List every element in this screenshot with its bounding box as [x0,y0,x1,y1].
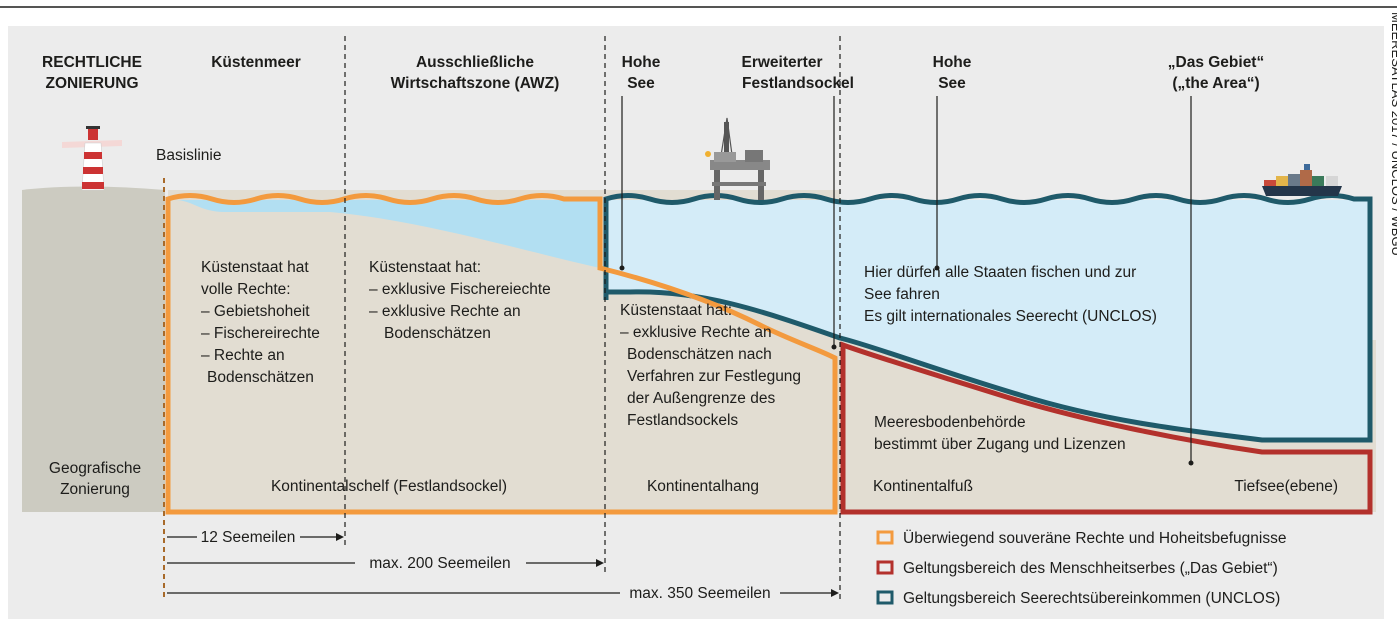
area-authority-text: Meeresbodenbehörde bestimmt über Zugang … [874,414,1126,453]
geo-zoning-line2: Zonierung [60,481,130,498]
header-ext-shelf-line1: Erweiterter [742,54,823,71]
coastal-land [22,186,165,512]
area-line: Meeresbodenbehörde [874,414,1026,431]
territorial-line: Küstenstaat hat [201,259,309,276]
header-zoning-line1: RECHTLICHE [42,54,142,71]
eez-line: – exklusive Fischereiechte [369,281,551,298]
ext-shelf-line: Küstenstaat hat: [620,302,732,319]
eez-line: Küstenstaat hat: [369,259,481,276]
container-ship-icon [1262,164,1342,196]
geo-label-deep-sea: Tiefsee(ebene) [1234,478,1338,495]
eez-line: Bodenschätzen [384,325,491,342]
header-high-seas-1-line2: See [627,75,655,92]
legend: Überwiegend souveräne Rechte und Hoheits… [876,529,1286,607]
ext-shelf-line: – exklusive Rechte an [620,324,772,341]
header-territorial-sea: Küstenmeer [211,54,301,71]
territorial-line: – Rechte an [201,347,285,364]
geo-label-shelf: Kontinentalschelf (Festlandsockel) [271,478,507,495]
territorial-rights-text: Küstenstaat hat volle Rechte: – Gebietsh… [201,259,320,386]
ext-shelf-rights-text: Küstenstaat hat: – exklusive Rechte an B… [620,302,801,429]
high-seas-text: Hier dürfen alle Staaten fischen und zur… [864,264,1157,325]
header-high-seas-2-line2: See [938,75,966,92]
high-seas-line: Es gilt internationales Seerecht (UNCLOS… [864,308,1157,325]
lighthouse-icon [62,126,122,191]
distance-200nm: max. 200 Seemeilen [369,555,510,572]
territorial-line: – Fischereirechte [201,325,320,342]
territorial-line: – Gebietshoheit [201,303,310,320]
header-eez-line1: Ausschließliche [416,54,534,71]
header-area-line1: „Das Gebiet“ [1168,54,1264,71]
unclos-outline [603,193,1373,443]
legend-label-heritage: Geltungsbereich des Menschheitserbes („D… [903,560,1278,577]
legend-swatch-unclos [876,590,894,605]
distance-arrows [167,533,839,597]
high-seas-water [606,200,1370,440]
header-ext-shelf-line2: Festlandsockel [742,75,854,92]
legend-label-unclos: Geltungsbereich Seerechtsübereinkommen (… [903,590,1280,607]
common-heritage-outline [840,341,1373,515]
legend-label-sovereign: Überwiegend souveräne Rechte und Hoheits… [903,529,1286,547]
ext-shelf-line: Bodenschätzen nach [627,346,772,363]
high-seas-line: See fahren [864,286,940,303]
header-high-seas-2-line1: Hohe [933,54,972,71]
eez-line: – exklusive Rechte an [369,303,521,320]
legend-swatch-sovereign [876,530,894,545]
distance-12nm: 12 Seemeilen [201,529,296,546]
ext-shelf-line: Festlandsockels [627,412,738,429]
high-seas-line: Hier dürfen alle Staaten fischen und zur [864,264,1136,281]
ext-shelf-line: Verfahren zur Festlegung [627,368,801,385]
legend-swatch-heritage [876,560,894,575]
geo-label-slope: Kontinentalhang [647,478,759,495]
territorial-line: volle Rechte: [201,281,291,298]
ext-shelf-line: der Außengrenze des [627,390,775,407]
baseline-label: Basislinie [156,147,221,164]
geo-label-rise: Kontinentalfuß [873,478,973,495]
eez-rights-text: Küstenstaat hat: – exklusive Fischereiec… [369,259,551,342]
shallow-water [175,200,600,268]
header-zoning-line2: ZONIERUNG [46,75,139,92]
header-area-line2: („the Area“) [1172,75,1259,92]
header-eez-line2: Wirtschaftszone (AWZ) [391,75,560,92]
oil-platform-icon [705,117,770,200]
territorial-line: Bodenschätzen [207,369,314,386]
geo-zoning-line1: Geografische [49,460,141,477]
header-high-seas-1-line1: Hohe [622,54,661,71]
area-line: bestimmt über Zugang und Lizenzen [874,436,1126,453]
source-credit: MEERESATLAS 2017 / UNCLOS / WBGU [1389,12,1397,256]
sovereign-rights-outline [165,193,838,515]
distance-350nm: max. 350 Seemeilen [629,585,770,602]
